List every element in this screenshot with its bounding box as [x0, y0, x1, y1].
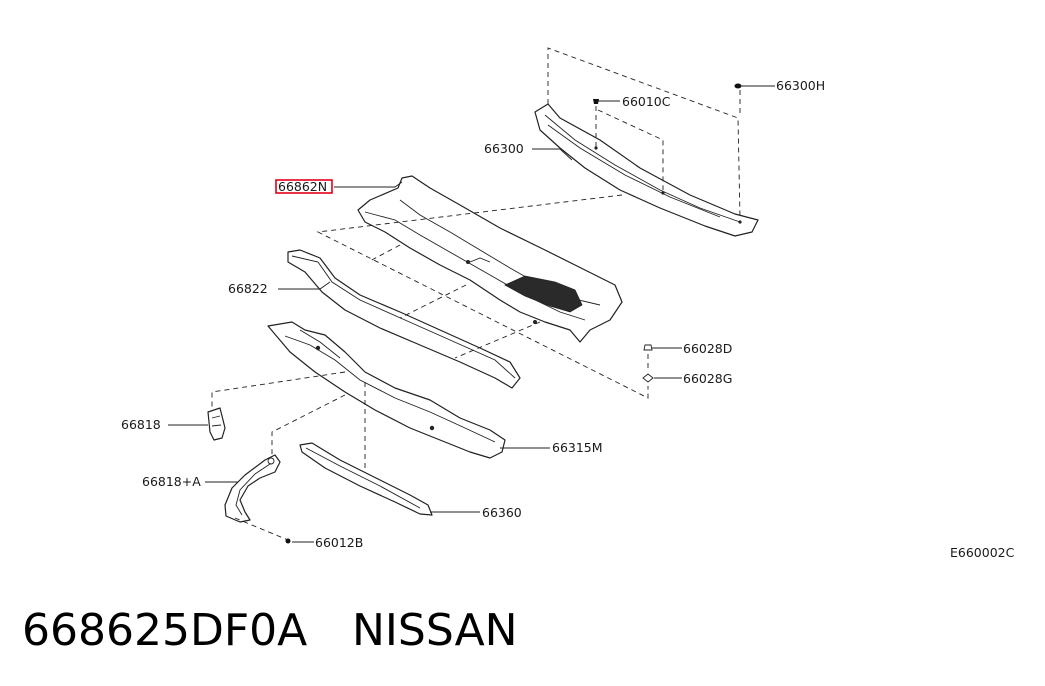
label-66315M: 66315M	[552, 440, 603, 455]
label-66818: 66818	[121, 417, 161, 432]
clip-66028D[interactable]	[643, 344, 653, 351]
clip-66300H[interactable]	[734, 83, 742, 89]
highlight-box	[275, 179, 333, 194]
label-66028D: 66028D	[683, 341, 732, 356]
clip-66010C[interactable]	[593, 99, 599, 104]
label-66010C: 66010C	[622, 94, 671, 109]
label-66822: 66822	[228, 281, 268, 296]
bracket-66818[interactable]	[207, 407, 226, 441]
diagram-code: E660002C	[950, 545, 1015, 560]
assembly-dashed-lines	[211, 47, 741, 541]
label-66028G: 66028G	[683, 371, 732, 386]
part-number: 668625DF0A	[22, 605, 307, 656]
lower-cowl-panel-66315M[interactable]	[267, 321, 506, 459]
cowl-top-panel-66862N[interactable]	[357, 175, 623, 343]
label-66012B: 66012B	[315, 535, 363, 550]
brand-name: NISSAN	[352, 605, 518, 656]
drain-hose-66818A[interactable]	[224, 454, 281, 523]
cowl-seal-66822[interactable]	[287, 249, 521, 389]
leader-lines	[168, 85, 775, 543]
strip-66360[interactable]	[299, 442, 433, 516]
cowl-vent-grille	[504, 275, 583, 313]
label-66862N[interactable]: 66862N	[278, 179, 327, 194]
cowl-top-cover-66300[interactable]	[534, 103, 759, 237]
label-66818A: 66818+A	[142, 474, 201, 489]
label-66300: 66300	[484, 141, 524, 156]
clip-66028G[interactable]	[642, 373, 654, 383]
label-66360: 66360	[482, 505, 522, 520]
label-66300H: 66300H	[776, 78, 825, 93]
